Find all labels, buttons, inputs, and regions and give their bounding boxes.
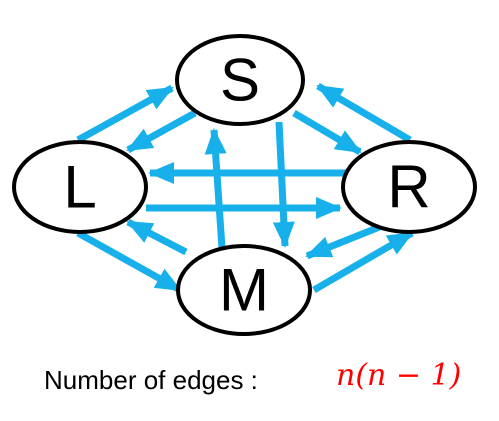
node-m: M — [176, 244, 312, 336]
edge-arrow — [292, 109, 362, 156]
edge-m-to-r — [312, 229, 414, 294]
edge-l-to-m — [76, 229, 182, 294]
node-l-ellipse — [12, 140, 148, 234]
edges-layer — [76, 82, 414, 294]
node-s: S — [175, 34, 305, 126]
edge-s-to-l — [126, 109, 197, 154]
node-m-ellipse — [176, 244, 312, 336]
node-r-label: R — [387, 154, 430, 221]
edge-arrow — [316, 82, 412, 144]
node-r: R — [341, 140, 477, 234]
nodes-layer: S L R M — [12, 34, 477, 336]
node-l: L — [12, 140, 148, 234]
edge-s-to-m — [272, 121, 295, 248]
edge-m-to-s — [204, 128, 227, 249]
edge-m-to-l — [126, 218, 188, 256]
edge-arrow — [126, 109, 197, 154]
edge-l-to-s — [76, 84, 174, 144]
edge-arrow — [76, 229, 182, 294]
edge-arrow — [272, 121, 295, 248]
node-s-ellipse — [175, 34, 305, 126]
caption-label: Number of edges : — [44, 365, 258, 395]
node-l-label: L — [63, 154, 96, 221]
caption-formula: n(n − 1) — [336, 358, 462, 393]
edge-arrow — [204, 128, 227, 249]
node-m-label: M — [219, 257, 269, 324]
edge-arrow — [126, 218, 188, 256]
edge-s-to-r — [292, 109, 362, 156]
edge-arrow — [312, 229, 414, 294]
node-r-ellipse — [341, 140, 477, 234]
edge-r-to-s — [316, 82, 412, 144]
edge-arrow — [76, 84, 174, 144]
node-s-label: S — [220, 47, 260, 114]
